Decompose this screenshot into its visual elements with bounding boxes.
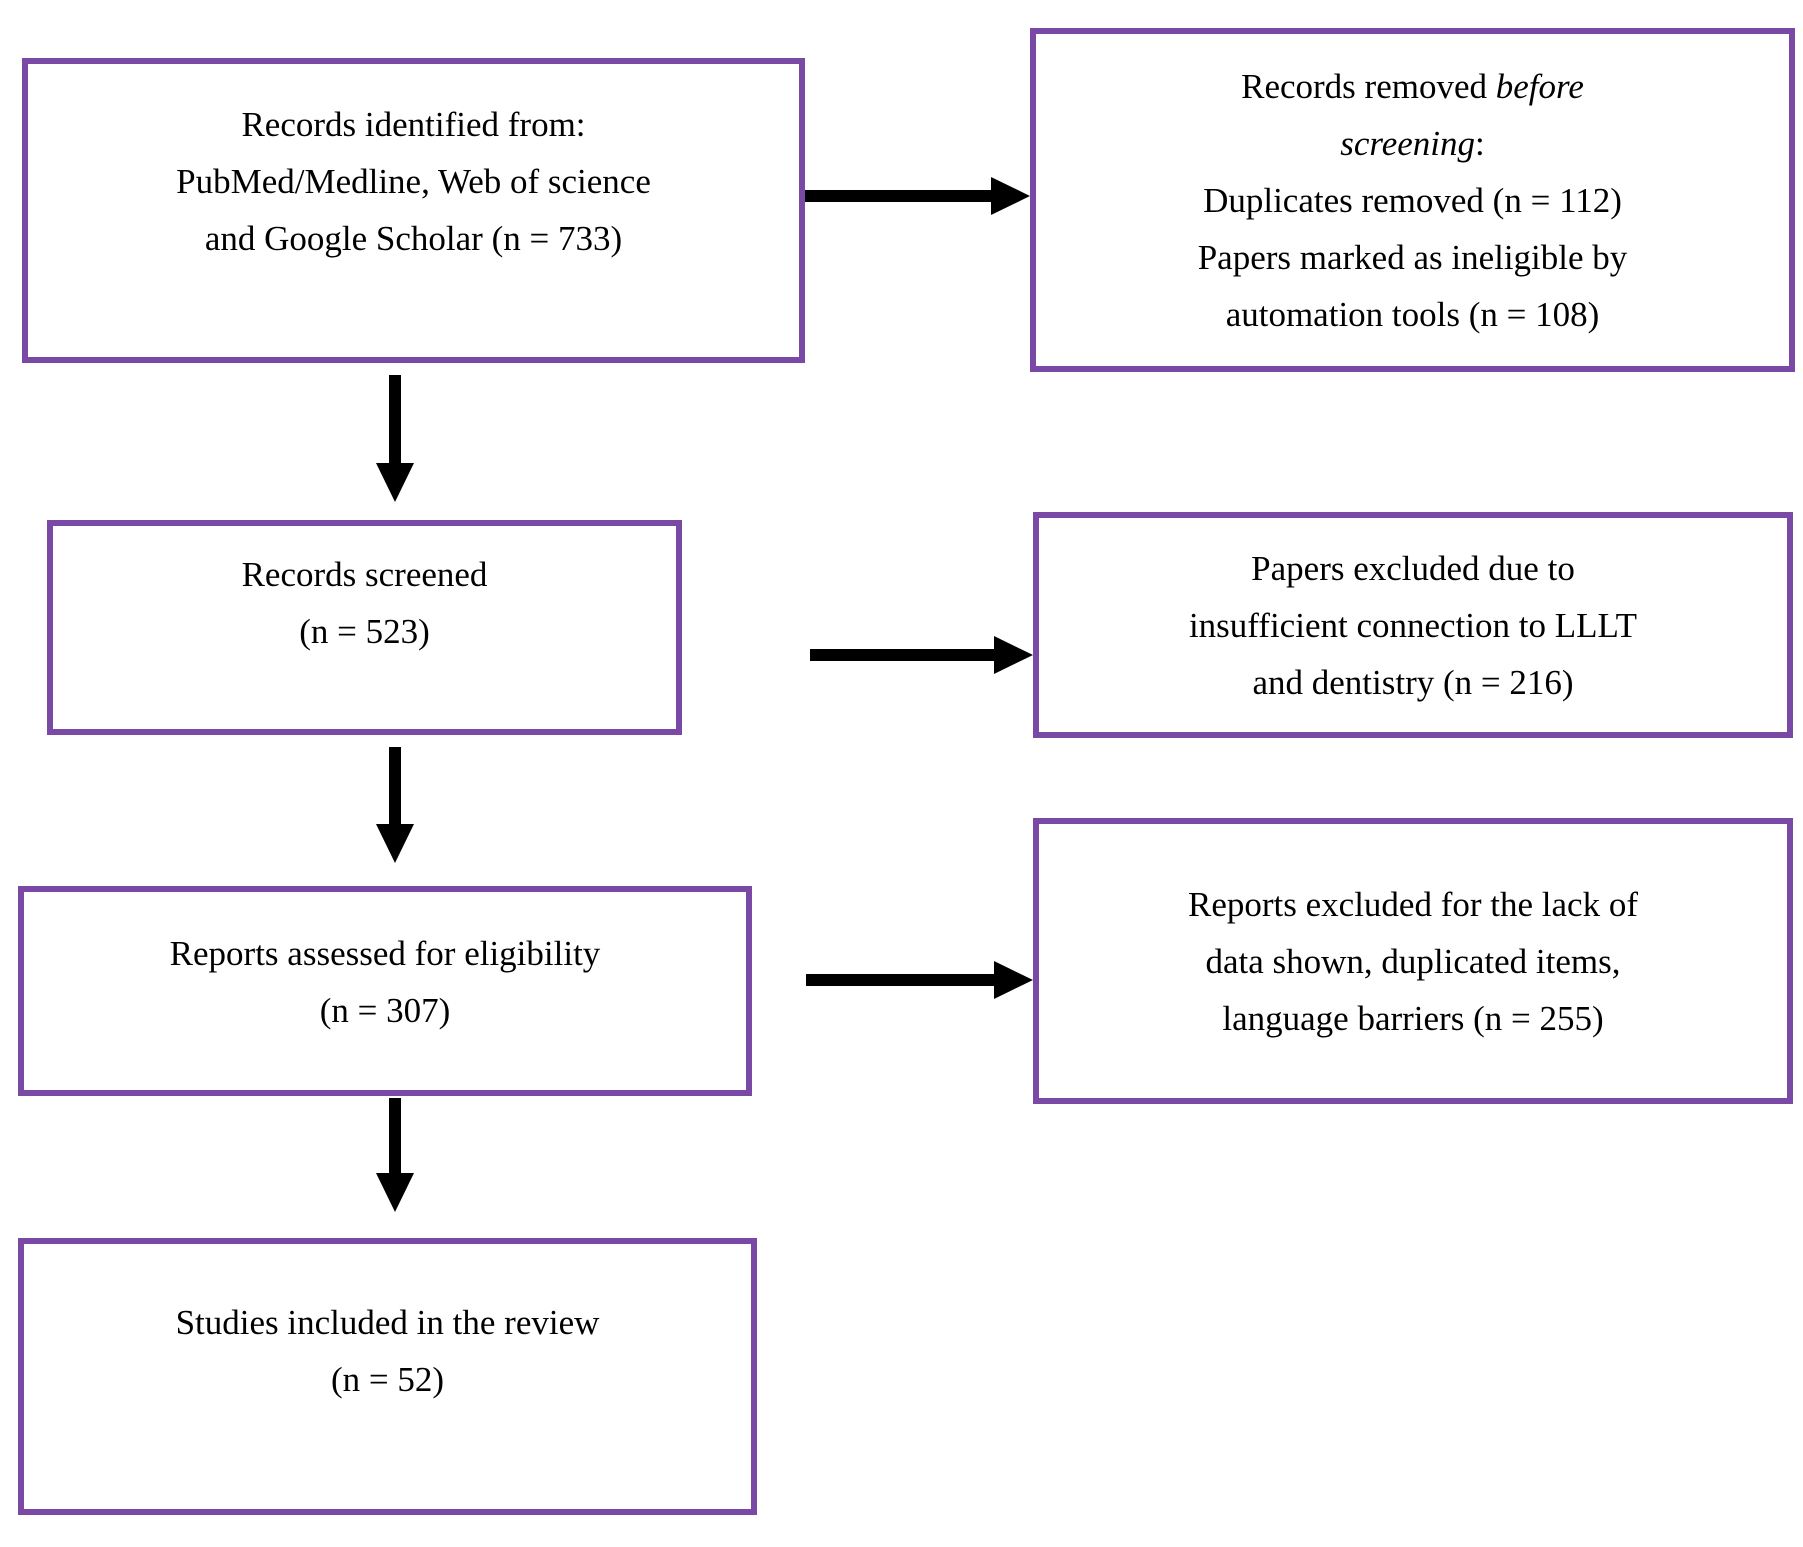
box-line-italic-text: screening — [1340, 123, 1476, 163]
arrow-right-icon — [806, 961, 1033, 999]
box-records-removed-before-screening: Records removed before screening: Duplic… — [1030, 28, 1795, 372]
box-line: Studies included in the review — [175, 1302, 600, 1342]
box-line: Duplicates removed (n = 112) — [1203, 180, 1622, 220]
box-line-italic-text: before — [1495, 66, 1584, 106]
box-line: data shown, duplicated items, — [1205, 941, 1621, 981]
box-line: Records identified from: — [241, 105, 586, 144]
box-line: and dentistry (n = 216) — [1252, 662, 1574, 702]
box-line: PubMed/Medline, Web of science — [176, 162, 651, 201]
box-line: (n = 523) — [299, 611, 430, 651]
box-line: (n = 52) — [330, 1359, 445, 1399]
box-line-text: : — [1475, 123, 1485, 163]
box-papers-excluded: Papers excluded due to insufficient conn… — [1033, 512, 1793, 738]
box-line: and Google Scholar (n = 733) — [204, 219, 623, 258]
arrow-right-icon — [810, 636, 1033, 674]
box-studies-included: Studies included in the review (n = 52) — [18, 1238, 757, 1515]
box-reports-assessed: Reports assessed for eligibility (n = 30… — [18, 886, 752, 1096]
box-reports-excluded: Reports excluded for the lack of data sh… — [1033, 818, 1793, 1104]
arrow-down-icon — [376, 375, 414, 502]
arrow-down-icon — [376, 747, 414, 863]
box-line-text: Records removed — [1241, 66, 1496, 106]
box-line: Records screened — [241, 554, 488, 594]
box-line: automation tools (n = 108) — [1225, 294, 1600, 334]
arrow-down-icon — [376, 1098, 414, 1212]
arrow-right-icon — [805, 177, 1030, 215]
box-records-screened: Records screened (n = 523) — [47, 520, 682, 735]
box-records-identified: Records identified from: PubMed/Medline,… — [22, 58, 805, 363]
box-line: Reports excluded for the lack of — [1188, 884, 1638, 924]
box-line: Records removed before — [1241, 58, 1584, 115]
box-line: language barriers (n = 255) — [1222, 998, 1604, 1038]
box-line: (n = 307) — [319, 991, 451, 1030]
box-line: screening: — [1340, 115, 1485, 172]
box-line: Papers excluded due to — [1251, 548, 1575, 588]
box-line: Papers marked as ineligible by — [1197, 237, 1628, 277]
box-line: insufficient connection to LLLT — [1188, 605, 1638, 645]
box-line: Reports assessed for eligibility — [169, 934, 601, 973]
